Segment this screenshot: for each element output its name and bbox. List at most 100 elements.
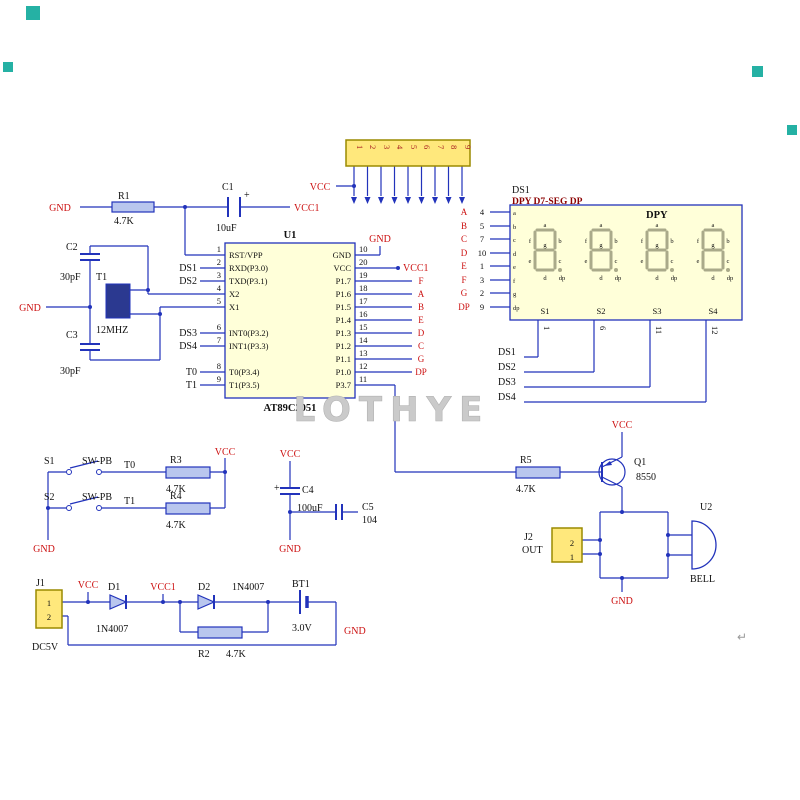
segment-letter-g: g: [599, 242, 603, 249]
segment-letter-b: b: [614, 238, 617, 245]
c1-ref: C1: [222, 182, 234, 193]
j2-ref: J2: [524, 532, 533, 543]
u1-num-4: 4: [217, 283, 222, 293]
r3-ref: R3: [170, 455, 182, 466]
t1-xtal-value: 12MHZ: [96, 325, 128, 336]
dpy-in-a: a: [513, 210, 516, 217]
segment-letter-g: g: [711, 242, 715, 249]
header-pin-7: 7: [436, 145, 446, 149]
u1-designator: U1: [284, 230, 297, 241]
vcc-net-header: VCC: [310, 182, 331, 193]
u1-num-12: 12: [359, 361, 368, 371]
u1-pin-p12: P1.2: [336, 341, 351, 351]
return-mark: ↵: [737, 630, 747, 644]
buzzer-bell: [691, 520, 717, 570]
connector-j2: [551, 527, 583, 563]
bt1-ref: BT1: [292, 579, 310, 590]
dpy-net-c: C: [461, 234, 467, 244]
dpy-num-d: 10: [478, 248, 487, 258]
segment-letter-a: a: [600, 222, 603, 229]
r3-value: 4.7K: [166, 484, 187, 495]
u1-pin-p16: P1.6: [336, 289, 351, 299]
u2-ref: U2: [700, 502, 712, 513]
u1-num-9: 9: [217, 374, 221, 384]
diode-d2: [197, 594, 216, 610]
wire-crystal: [46, 245, 200, 361]
wire-u1-left-stubs: [200, 254, 225, 386]
r2-value: 4.7K: [226, 649, 247, 660]
r1-value: 4.7K: [114, 216, 135, 227]
u1-vcc1-net: VCC1: [403, 263, 429, 274]
segment-letter-f: f: [585, 238, 588, 245]
r5-ref: R5: [520, 455, 532, 466]
u1-num-14: 14: [359, 335, 368, 345]
dpy-num-a: 4: [480, 207, 485, 217]
u1-pin-t1: T1(P3.5): [229, 380, 260, 390]
component-plates: [80, 197, 343, 614]
dpy-in-c: c: [513, 237, 516, 244]
segment-letter-e: e: [529, 258, 532, 265]
resistor-r3: [165, 466, 211, 479]
u1-pin-p17: P1.7: [336, 276, 351, 286]
u1-pin-p10: P1.0: [336, 367, 351, 377]
d1-ref: D1: [108, 582, 120, 593]
segment-letter-e: e: [585, 258, 588, 265]
header-pin-2: 2: [368, 145, 378, 149]
net-t0: T0: [186, 367, 197, 378]
corner-marks: [3, 6, 797, 135]
c5-value: 104: [362, 515, 377, 526]
seg-net-g: G: [418, 354, 425, 364]
u1-num-20: 20: [359, 257, 368, 267]
vcc-net-c4: VCC: [280, 449, 301, 460]
dpy-net-b: B: [461, 221, 467, 231]
s2-type: SW-PB: [82, 492, 112, 503]
seg-net-dp: DP: [415, 367, 427, 377]
decimal-point: [558, 268, 562, 272]
seg-net-c: C: [418, 341, 424, 351]
u1-pin-t0: T0(P3.4): [229, 367, 260, 377]
dpy-s1: S1: [541, 306, 550, 316]
j2-pin-1: 1: [570, 552, 574, 562]
header-pin-6: 6: [422, 145, 432, 149]
d1-part: 1N4007: [96, 624, 128, 635]
segment-letter-c: c: [559, 258, 562, 265]
dpy-in-dp: dp: [513, 305, 520, 312]
c4-value: 100uF: [297, 503, 323, 514]
u1-pin-x1: X1: [229, 302, 239, 312]
display-title: DPY: [646, 210, 668, 221]
u1-num-6: 6: [217, 322, 221, 332]
decimal-point: [670, 268, 674, 272]
u1-num-15: 15: [359, 322, 368, 332]
u1-num-17: 17: [359, 296, 368, 306]
j2-pin-2: 2: [570, 538, 574, 548]
dpy-net-d: D: [461, 248, 468, 258]
d2-part: 1N4007: [232, 582, 264, 593]
u1-num-1: 1: [217, 244, 221, 254]
u1-num-19: 19: [359, 270, 368, 280]
net-ds2-dpy: DS2: [498, 362, 516, 373]
j1-label: DC5V: [32, 642, 59, 653]
vcc1-net-c1: VCC1: [294, 203, 320, 214]
dpy-net-a: A: [461, 207, 468, 217]
ds1-designator: DS1: [512, 185, 530, 196]
dpy-s4-num: 12: [710, 326, 720, 335]
j1-pin-1: 1: [47, 598, 51, 608]
segment-letter-b: b: [670, 238, 673, 245]
segment-letter-b: b: [558, 238, 561, 245]
gnd-net-c4: GND: [279, 544, 301, 555]
pushbutton-s2: [66, 505, 102, 511]
t1-net: T1: [124, 496, 135, 507]
segment-letter-dp: dp: [671, 275, 678, 282]
u1-num-7: 7: [217, 335, 221, 345]
segment-letter-a: a: [712, 222, 715, 229]
decimal-point: [614, 268, 618, 272]
header-pin-9: 9: [463, 145, 473, 149]
u2-part: BELL: [690, 574, 715, 585]
wire-filter-caps: [289, 461, 358, 540]
net-ds1-dpy: DS1: [498, 347, 516, 358]
u1-pin-vcc: VCC: [334, 263, 352, 273]
dpy-s2-num: 6: [598, 326, 608, 330]
